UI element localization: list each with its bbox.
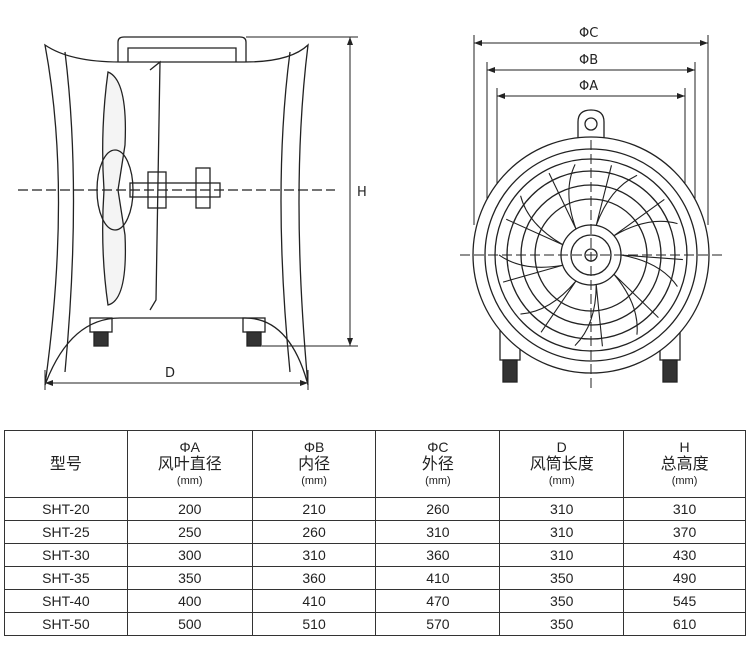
table-cell: 360: [375, 543, 501, 567]
header-symbol: ΦC: [427, 438, 449, 455]
header-name: 风筒长度: [529, 455, 594, 473]
fan-blade: [548, 164, 577, 230]
fan-blade: [613, 199, 678, 237]
fan-blade: [595, 165, 638, 226]
table-cell: 310: [251, 543, 377, 567]
table-cell: 260: [375, 497, 501, 521]
table-cell: 310: [499, 543, 625, 567]
fan-blade: [620, 254, 683, 287]
foot-right: [242, 317, 266, 347]
column-header: 型号: [4, 430, 128, 498]
header-name: 风叶直径: [157, 455, 222, 473]
header-name: 外径: [421, 455, 454, 473]
header-symbol: ΦB: [303, 438, 325, 455]
header-unit: (mm): [176, 474, 203, 487]
dimension-c-label: ΦC: [579, 26, 599, 41]
table-cell: 350: [499, 612, 625, 636]
header-symbol: H: [679, 438, 690, 455]
dimension-b-label: ΦB: [579, 53, 599, 68]
table-cell: SHT-25: [4, 520, 128, 544]
header-unit: (mm): [548, 474, 575, 487]
table-cell: 250: [126, 520, 253, 544]
dimension-a-label: ΦA: [579, 79, 599, 94]
dimension-d-label: D: [165, 366, 176, 381]
table-cell: 350: [499, 589, 625, 613]
header-unit: (mm): [301, 474, 327, 487]
table-cell: 510: [251, 612, 377, 636]
header-symbol: D: [556, 438, 567, 455]
header-name: 总高度: [660, 455, 709, 473]
table-cell: 500: [126, 612, 253, 636]
fan-blade: [574, 284, 603, 347]
dimension-h-label: H: [357, 185, 367, 200]
carry-handle: [117, 36, 247, 62]
table-cell: 350: [126, 566, 253, 590]
fan-drum-body: [44, 43, 309, 386]
table-cell: 490: [623, 566, 746, 590]
table-cell: SHT-35: [4, 566, 128, 590]
table-cell: 210: [251, 497, 377, 521]
front-view: [460, 35, 722, 390]
header-name: 型号: [49, 455, 82, 473]
table-cell: 310: [375, 520, 501, 544]
table-cell: 400: [126, 589, 253, 613]
fan-blade: [102, 71, 127, 306]
table-cell: 300: [126, 543, 253, 567]
table-cell: 370: [623, 520, 746, 544]
table-cell: 360: [251, 566, 377, 590]
header-name: 内径: [298, 455, 331, 473]
table-cell: SHT-40: [4, 589, 128, 613]
table-cell: 310: [623, 497, 746, 521]
table-cell: SHT-50: [4, 612, 128, 636]
table-cell: 200: [126, 497, 253, 521]
fan-blade: [498, 254, 563, 283]
table-cell: 610: [623, 612, 746, 636]
table-cell: 470: [375, 589, 501, 613]
fan-technical-drawing: [18, 35, 722, 390]
mount-ear: [577, 109, 605, 140]
header-symbol: ΦA: [179, 438, 200, 455]
header-unit: (mm): [671, 474, 698, 487]
table-cell: 310: [499, 520, 625, 544]
table-cell: 430: [623, 543, 746, 567]
table-cell: 410: [375, 566, 501, 590]
table-cell: SHT-30: [4, 543, 128, 567]
header-unit: (mm): [425, 474, 451, 487]
table-cell: 310: [499, 497, 625, 521]
fan-blade: [506, 195, 564, 246]
fan-blade: [520, 280, 577, 333]
table-cell: 545: [623, 589, 746, 613]
fan-blade: [613, 273, 659, 335]
table-cell: 570: [375, 612, 501, 636]
table-cell: 410: [251, 589, 377, 613]
foot-left: [89, 317, 113, 347]
table-cell: SHT-20: [4, 497, 128, 521]
table-cell: 260: [251, 520, 377, 544]
table-cell: 350: [499, 566, 625, 590]
side-view: [18, 36, 358, 390]
